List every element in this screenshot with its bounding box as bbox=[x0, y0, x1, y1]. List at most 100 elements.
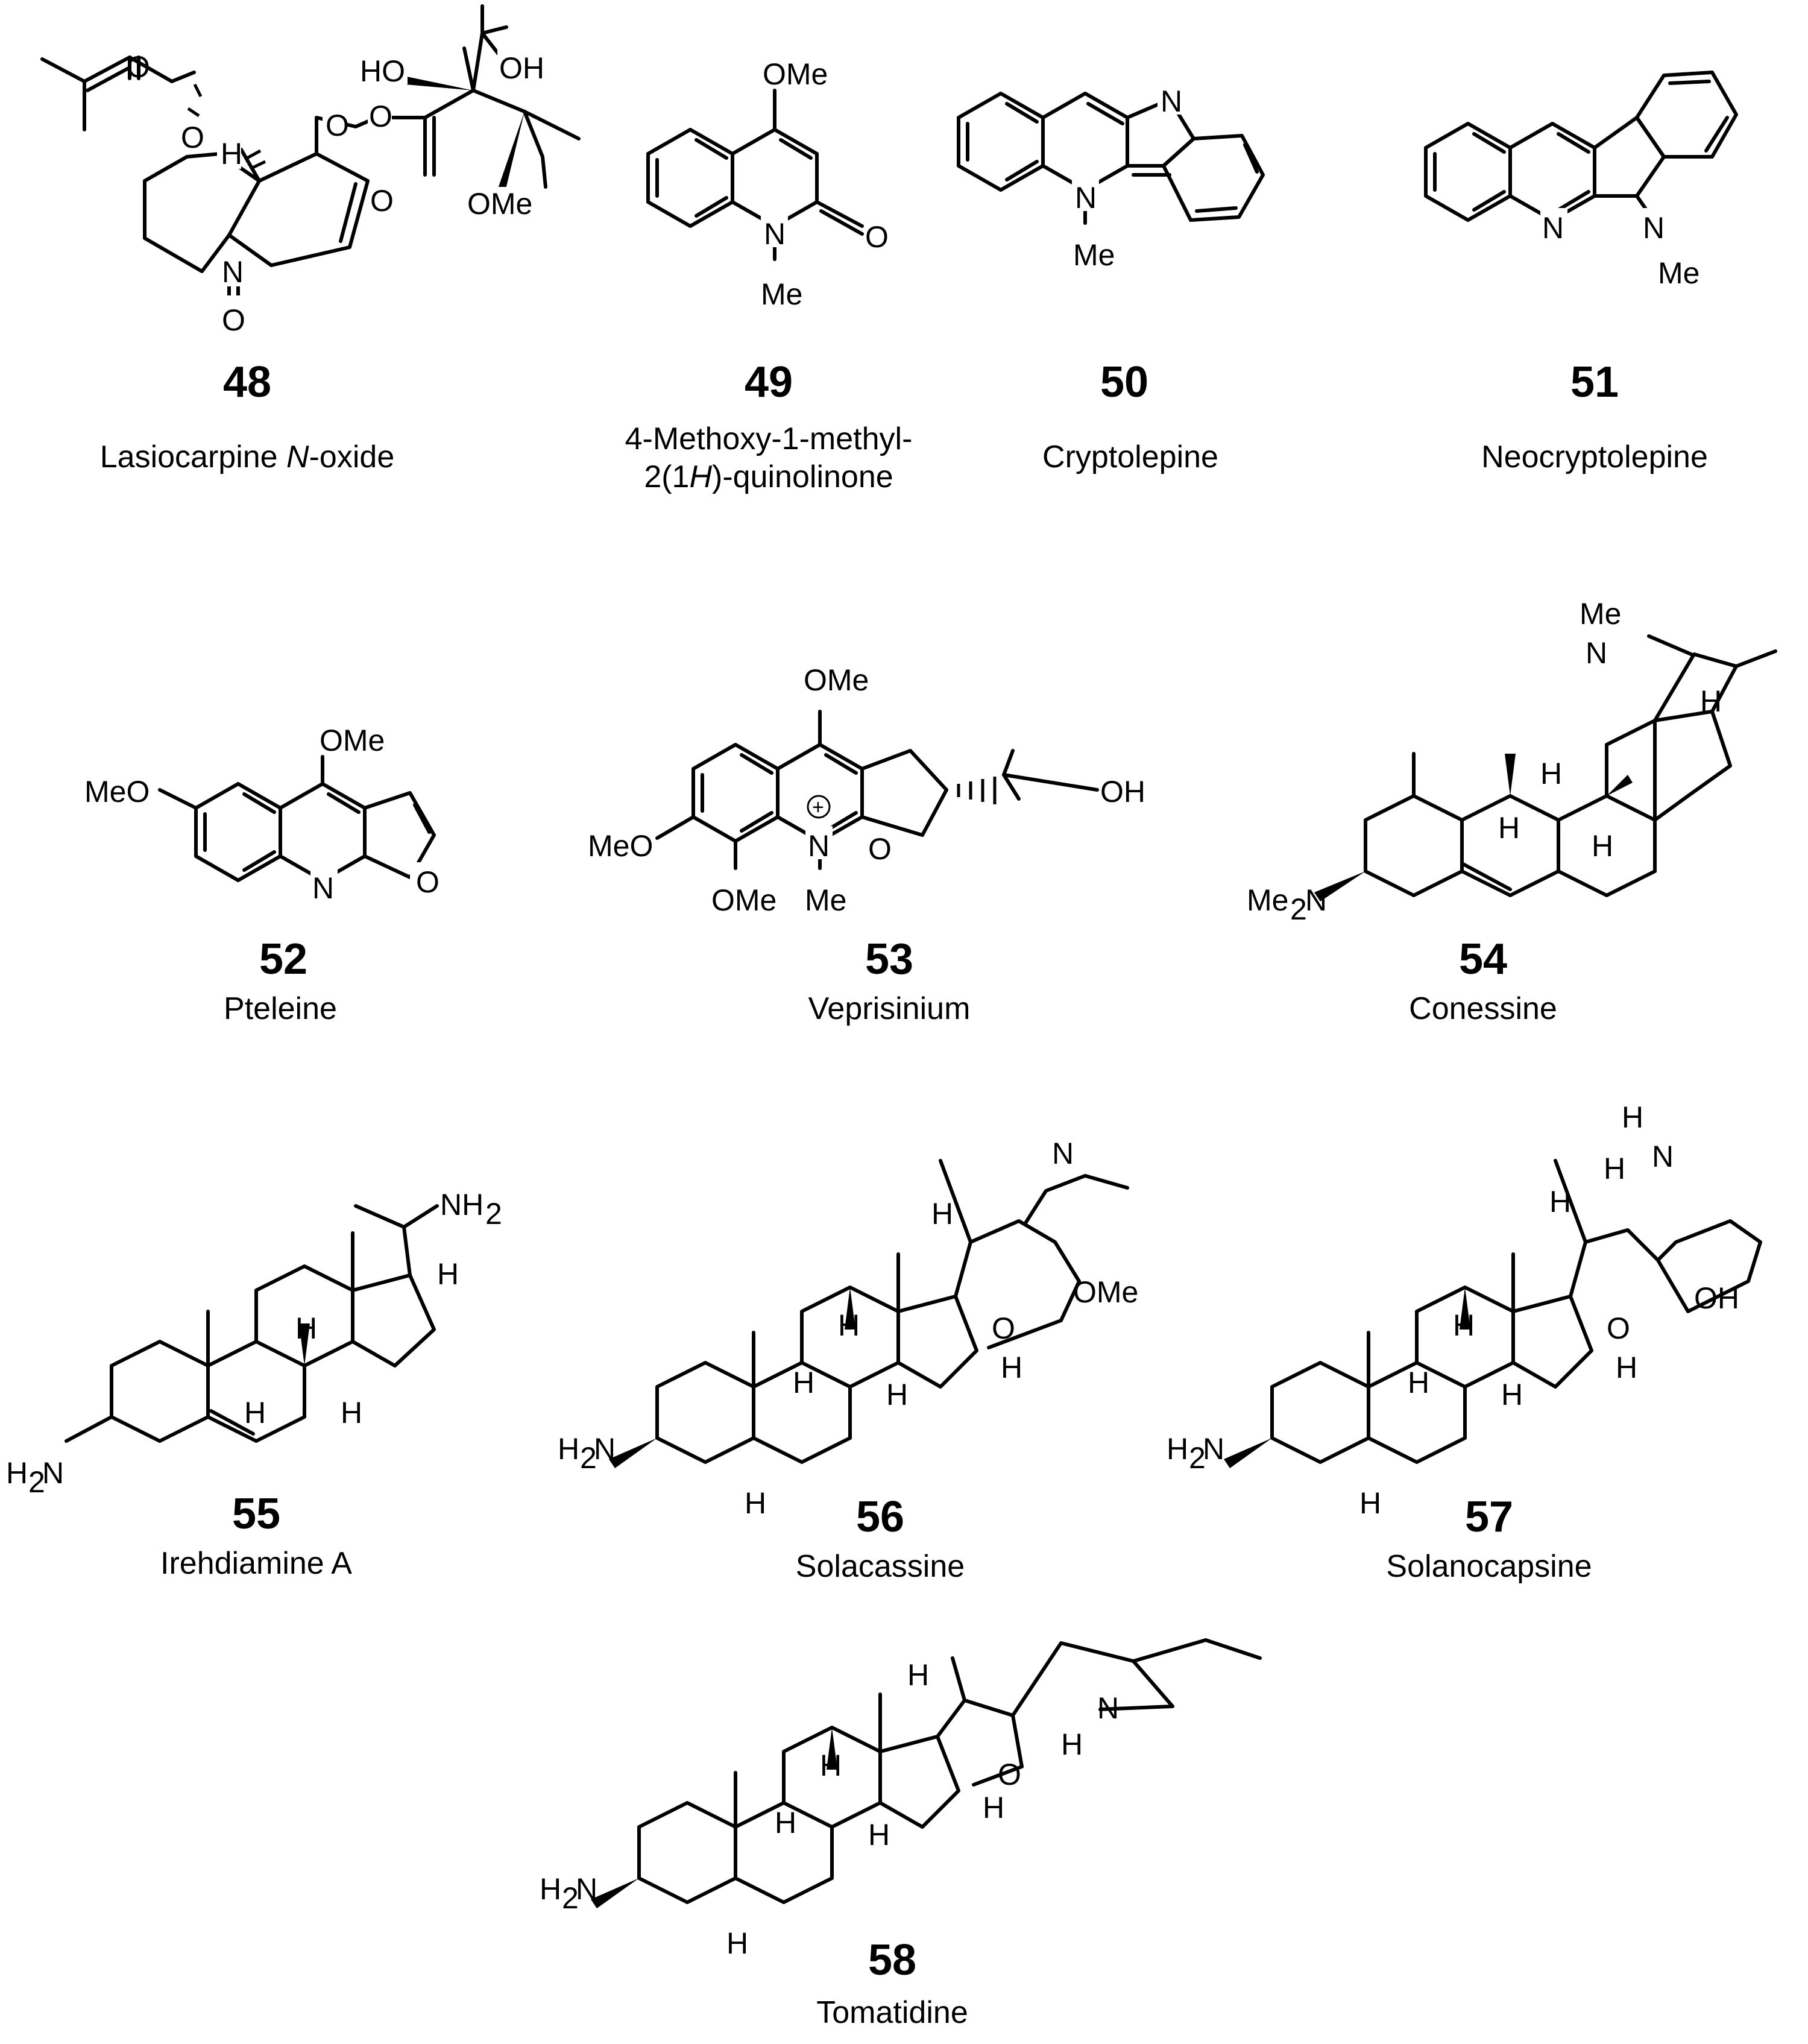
compound-name-56: Solacassine bbox=[796, 1549, 965, 1584]
compound-number-48: 48 bbox=[223, 358, 271, 406]
compound-name-57: Solanocapsine bbox=[1386, 1549, 1592, 1584]
atom-label: OMe bbox=[1073, 1275, 1138, 1309]
atom-label: N bbox=[1643, 211, 1665, 245]
atom-label: N bbox=[1097, 1691, 1119, 1725]
atom-label: OMe bbox=[711, 883, 776, 917]
atom-label: O bbox=[370, 184, 394, 218]
atom-label: Me bbox=[761, 277, 802, 311]
atom-label: Me bbox=[1247, 883, 1288, 917]
subscript: 2 bbox=[28, 1465, 45, 1499]
atom-label: H bbox=[775, 1806, 796, 1840]
atom-label: H bbox=[868, 1818, 890, 1852]
positive-charge: + bbox=[812, 796, 824, 819]
compound-number-50: 50 bbox=[1100, 358, 1148, 406]
atom-label: H bbox=[1700, 684, 1722, 718]
structure-53: O N + OMe OH MeO OMe Me bbox=[588, 663, 1145, 917]
atom-label: H bbox=[793, 1366, 814, 1399]
atom-label: H bbox=[1453, 1308, 1475, 1342]
atom-label: H bbox=[1408, 1366, 1429, 1399]
atom-label: N bbox=[312, 871, 334, 905]
atom-label: H bbox=[1622, 1100, 1643, 1134]
atom-label: O bbox=[865, 220, 889, 254]
atom-label: H bbox=[886, 1378, 908, 1412]
atom-label: OH bbox=[1694, 1281, 1739, 1315]
atom-label: N bbox=[1652, 1140, 1674, 1173]
atom-label: O bbox=[1607, 1311, 1630, 1345]
atom-label: H bbox=[745, 1486, 766, 1520]
atom-label: OMe bbox=[804, 663, 869, 697]
atom-label: H bbox=[726, 1926, 748, 1960]
compound-name-53: Veprisinium bbox=[808, 991, 971, 1026]
structure-49: N O OMe Me bbox=[646, 57, 889, 311]
atom-label: H bbox=[1616, 1351, 1637, 1384]
compound-name-54: Conessine bbox=[1409, 991, 1557, 1026]
atom-label: H bbox=[540, 1872, 561, 1906]
subscript: 2 bbox=[1189, 1441, 1206, 1475]
atom-label: O bbox=[868, 832, 892, 866]
atom-label: Me bbox=[1073, 238, 1115, 272]
atom-label: OMe bbox=[467, 187, 532, 221]
atom-label: H bbox=[244, 1396, 266, 1430]
atom-label: OH bbox=[499, 51, 544, 85]
atom-label: N bbox=[1542, 211, 1564, 245]
atom-label: H bbox=[1501, 1378, 1523, 1412]
atom-label: H bbox=[295, 1311, 317, 1345]
structure-56: N OMe O H H H H H H H 2 N bbox=[558, 1137, 1138, 1520]
compound-number-49: 49 bbox=[745, 358, 793, 406]
atom-label: H bbox=[1549, 1185, 1571, 1219]
atom-label: H bbox=[1001, 1351, 1022, 1384]
atom-label: OMe bbox=[320, 724, 385, 757]
atom-label: HO bbox=[360, 54, 405, 88]
atom-label: O bbox=[998, 1758, 1021, 1791]
atom-label: N bbox=[1052, 1137, 1074, 1170]
atom-label: H bbox=[1167, 1432, 1188, 1466]
atom-label: N bbox=[1203, 1432, 1224, 1466]
atom-label: N bbox=[1161, 84, 1182, 118]
atom-label: O bbox=[416, 865, 439, 899]
atom-label: H bbox=[341, 1396, 362, 1430]
atom-label: H bbox=[820, 1749, 842, 1782]
compound-number-51: 51 bbox=[1570, 358, 1619, 406]
structure-58: N H O H H H H H H H 2 N bbox=[540, 1638, 1262, 1960]
atom-label: N bbox=[594, 1432, 616, 1466]
atom-label: H bbox=[1604, 1152, 1625, 1185]
structure-50: N N Me bbox=[957, 81, 1265, 272]
compound-number-55: 55 bbox=[232, 1490, 280, 1538]
subscript: 2 bbox=[485, 1197, 502, 1231]
compound-name-51: Neocryptolepine bbox=[1481, 440, 1708, 475]
atom-label: MeO bbox=[588, 829, 653, 863]
atom-label: O bbox=[127, 50, 150, 84]
atom-label: H bbox=[1359, 1486, 1381, 1520]
structure-54: Me 2 N Me N H H H H bbox=[1247, 597, 1777, 926]
atom-label: N bbox=[1305, 883, 1327, 917]
atom-label: MeO bbox=[84, 775, 150, 809]
compound-name-58: Tomatidine bbox=[816, 1995, 968, 2030]
atom-label: H bbox=[1061, 1727, 1083, 1761]
structure-55: NH 2 H H H H H 2 N bbox=[6, 1188, 502, 1499]
compound-number-52: 52 bbox=[259, 935, 307, 983]
atom-label: H bbox=[838, 1308, 860, 1342]
atom-label: Me bbox=[1580, 597, 1621, 631]
compound-number-54: 54 bbox=[1459, 935, 1507, 983]
atom-label: N bbox=[42, 1456, 64, 1490]
subscript: 2 bbox=[580, 1441, 597, 1475]
compound-labels: 48 Lasiocarpine N-oxide 49 4-Methoxy-1-m… bbox=[100, 358, 1708, 2030]
subscript: 2 bbox=[562, 1881, 579, 1915]
compound-number-57: 57 bbox=[1465, 1493, 1513, 1541]
atom-label: Me bbox=[1658, 256, 1699, 290]
structure-51: N N Me bbox=[1424, 71, 1738, 290]
atom-label: H bbox=[6, 1456, 28, 1490]
compound-number-56: 56 bbox=[856, 1493, 904, 1541]
atom-label: O bbox=[222, 303, 245, 337]
atom-label: OH bbox=[1100, 775, 1145, 809]
compound-number-58: 58 bbox=[868, 1936, 916, 1984]
atom-label: O bbox=[181, 121, 204, 154]
atom-label: OMe bbox=[763, 57, 828, 91]
atom-label: H bbox=[1592, 829, 1613, 863]
atom-label: N bbox=[222, 255, 244, 289]
atom-label: Me bbox=[805, 883, 846, 917]
compound-number-53: 53 bbox=[865, 935, 913, 983]
atom-label: H bbox=[983, 1791, 1004, 1825]
compound-name-48: Lasiocarpine N-oxide bbox=[100, 440, 395, 475]
